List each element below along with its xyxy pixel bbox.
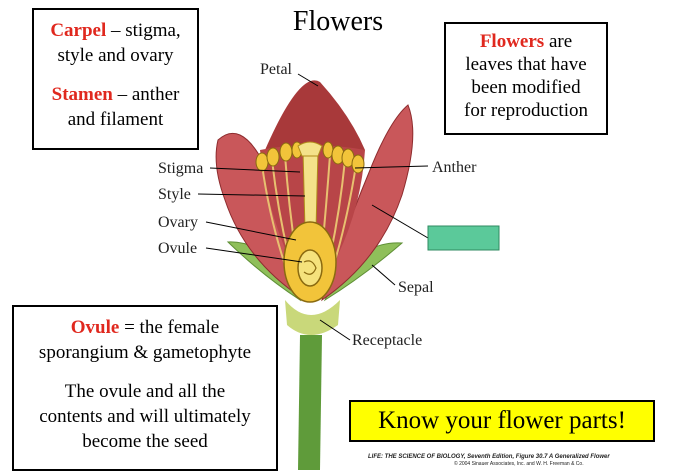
petal-back	[265, 80, 365, 150]
hidden-label-box	[427, 225, 500, 251]
stem	[298, 335, 322, 470]
label-style: Style	[158, 186, 191, 203]
stamen-line1: Stamen – anther	[34, 82, 197, 107]
flowers-line2: leaves that have	[465, 54, 587, 75]
label-sepal: Sepal	[398, 279, 434, 296]
stigma-shape	[297, 141, 323, 157]
ovule-para2-line3: become the seed	[82, 431, 208, 452]
label-stigma: Stigma	[158, 160, 203, 177]
carpel-stamen-box: Carpel – stigma, style and ovary Stamen …	[32, 8, 199, 150]
label-ovule: Ovule	[158, 240, 197, 257]
stamen-line2: and filament	[67, 109, 164, 130]
flowers-line3: been modified	[471, 77, 581, 98]
carpel-line2: style and ovary	[57, 45, 174, 66]
style-shape	[302, 149, 319, 231]
ovule-def: = the female	[119, 317, 220, 338]
leader-lines	[197, 73, 429, 341]
label-receptacle: Receptacle	[352, 332, 422, 349]
stamen-def: – anther	[112, 84, 180, 105]
carpel-line1: Carpel – stigma,	[34, 18, 197, 43]
know-your-parts-banner: Know your flower parts!	[349, 400, 655, 442]
credit-line-2: © 2004 Sinauer Associates, Inc. and W. H…	[454, 460, 584, 467]
ovule-term: Ovule	[70, 317, 120, 338]
ovule-para2-line2: contents and will ultimately	[39, 406, 251, 427]
carpel-term: Carpel	[50, 20, 107, 41]
label-anther: Anther	[432, 159, 477, 176]
flowers-def: are	[544, 31, 573, 52]
ovule-para2-line1: The ovule and all the	[64, 381, 226, 402]
anthers	[255, 141, 365, 174]
stamen-term: Stamen	[51, 84, 113, 105]
ovule-definition-box: Ovule = the female sporangium & gametoph…	[12, 305, 278, 471]
label-ovary: Ovary	[158, 214, 198, 231]
ovule-line1: Ovule = the female	[14, 315, 276, 340]
receptacle-shape	[285, 300, 340, 335]
carpel-def: – stigma,	[106, 20, 181, 41]
label-petal: Petal	[260, 61, 293, 78]
flowers-definition-box: Flowers are leaves that have been modifi…	[444, 22, 608, 135]
credit-line-1: LIFE: THE SCIENCE OF BIOLOGY, Seventh Ed…	[368, 454, 610, 460]
flowers-term: Flowers	[479, 31, 545, 52]
ovule-shape	[297, 249, 323, 287]
flowers-line1: Flowers are	[446, 30, 606, 53]
flowers-line4: for reproduction	[464, 100, 588, 121]
page-title: Flowers	[292, 6, 384, 37]
ovule-line2: sporangium & gametophyte	[38, 342, 252, 363]
